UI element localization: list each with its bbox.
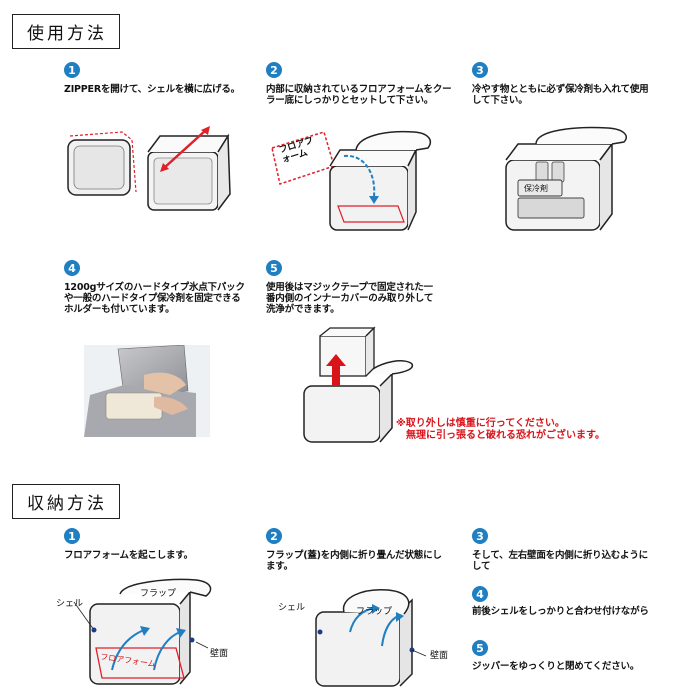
storage-wall-label-1: 壁面 [210,649,229,659]
usage-step-2-illustration [271,130,432,231]
usage-step-3-number: 3 [472,62,488,78]
usage-step-5-illustration [303,326,414,443]
ice-pack-label: 保冷剤 [524,184,548,193]
storage-wall-label-2: 壁面 [430,651,449,661]
usage-step-3-illustration [505,126,628,231]
usage-step-4-number: 4 [64,260,80,276]
usage-step-1-number: 1 [64,62,80,78]
storage-step-1-text: フロアフォームを起こします。 [64,550,193,561]
storage-step-2-text: フラップ(蓋)を内側に折り畳んだ状態にします。 [266,550,442,572]
removal-warning-line-2: 無理に引っ張ると破れる恐れがございます。 [406,430,605,441]
usage-step-5-number: 5 [266,260,282,276]
storage-step-5-number: 5 [472,640,488,656]
storage-step-1-number: 1 [64,528,80,544]
removal-warning-line-1: ※取り外しは慎重に行ってください。 [396,418,565,429]
storage-step-5-text: ジッパーをゆっくりと閉めてください。 [472,661,640,672]
storage-flap-label-1: フラップ [140,589,177,599]
usage-section-title: 使用方法 [12,14,120,49]
usage-step-1-illustration [67,126,231,211]
storage-step-3-number: 3 [472,528,488,544]
storage-step-3-text: そして、左右壁面を内側に折り込むようにして [472,550,648,572]
usage-step-4-text: 1200gサイズのハードタイプ氷点下パックや一般のハードタイプ保冷剤を固定できる… [64,282,245,315]
storage-step-2-number: 2 [266,528,282,544]
usage-step-2-number: 2 [266,62,282,78]
usage-step-1-text: ZIPPERを開けて、シェルを横に広げる。 [64,84,240,95]
storage-step-4-text: 前後シェルをしっかりと合わせ付けながら [472,606,649,617]
storage-step-1-illustration [73,578,212,685]
usage-step-4-photo [84,345,210,437]
storage-step-2-illustration [315,589,427,687]
removal-warning: ※取り外しは慎重に行ってください。 無理に引っ張ると破れる恐れがございます。 [396,418,656,442]
usage-step-3-text: 冷やす物とともに必ず保冷剤も入れて使用して下さい。 [472,84,649,106]
storage-flap-label-2: フラップ [356,607,393,617]
storage-shell-label-2: シェル [278,603,306,613]
storage-section-title: 収納方法 [12,484,120,519]
usage-step-5-text: 使用後はマジックテープで固定された一番内側のインナーカバーのみ取り外して洗浄がで… [266,282,434,315]
usage-step-2-text: 内部に収納されているフロアフォームをクーラー底にしっかりとセットして下さい。 [266,84,452,106]
storage-shell-label-1: シェル [56,599,84,609]
storage-step-4-number: 4 [472,586,488,602]
